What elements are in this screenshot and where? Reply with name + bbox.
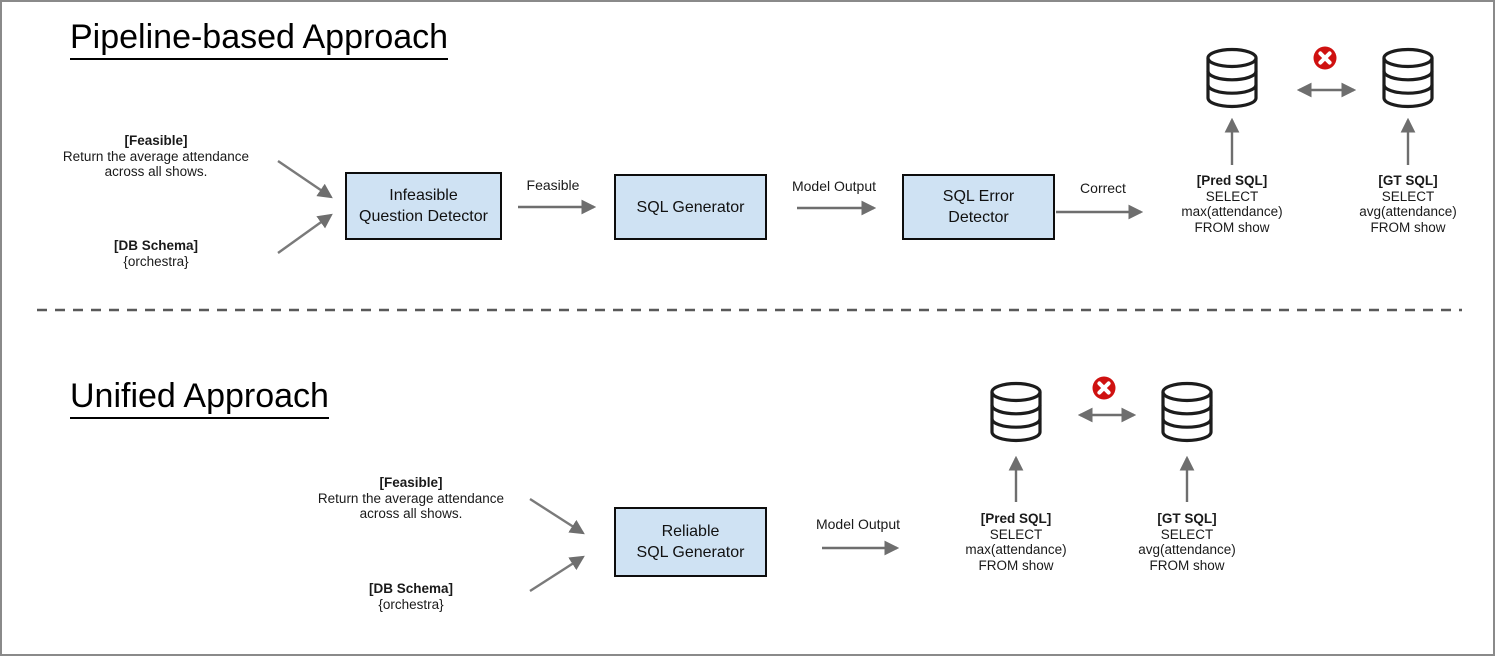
box-label-line: Question Detector [359,208,488,225]
infeasible-question-detector-box: Infeasible Question Detector [345,172,502,240]
sql-generator-box: SQL Generator [614,174,767,240]
sql-line: avg(attendance) [1359,204,1457,219]
sql-line: FROM show [1149,557,1225,573]
pred-sql-tag: [Pred SQL] [980,511,1052,526]
db-schema-value: {orchestra} [378,596,444,612]
correct-arrow-label: Correct [1080,180,1126,196]
sql-line: SELECT [1381,188,1435,204]
question-text-line: Return the average attendance [62,148,250,164]
sql-line: FROM show [1194,219,1270,235]
unified-section-title: Unified Approach [70,377,329,419]
sql-line: max(attendance) [965,542,1067,557]
sql-line: FROM show [1370,219,1446,235]
box-label-line: Detector [948,209,1009,226]
question-text-line: Return the average attendance [317,490,505,506]
unified-question-input: [Feasible] Return the average attendance… [285,475,537,522]
error-x-icon [1311,44,1339,72]
sql-line: SELECT [1205,188,1259,204]
feasible-arrow-label: Feasible [526,177,580,193]
gt-sql-tag: [GT SQL] [1157,511,1217,526]
unified-schema-input: [DB Schema] {orchestra} [285,581,537,612]
box-label-line: SQL Error [942,188,1015,205]
database-icon [1161,381,1213,443]
error-x-icon [1090,374,1118,402]
database-icon [1382,47,1434,109]
box-label-line: SQL Generator [636,198,745,216]
database-icon [1206,47,1258,109]
gt-sql-tag: [GT SQL] [1378,173,1438,188]
box-label-line: SQL Generator [636,544,745,561]
pipeline-pred-sql-block: [Pred SQL] SELECT max(attendance) FROM s… [1157,173,1307,235]
sql-error-detector-box: SQL Error Detector [902,174,1055,240]
database-icon [990,381,1042,443]
pred-sql-tag: [Pred SQL] [1196,173,1268,188]
question-text-line: across all shows. [104,164,208,179]
db-schema-value: {orchestra} [123,253,189,269]
sql-line: SELECT [989,526,1043,542]
sql-line: SELECT [1160,526,1214,542]
db-schema-tag: [DB Schema] [368,581,454,596]
sql-line: avg(attendance) [1138,542,1236,557]
box-label-line: Infeasible [389,187,458,204]
pipeline-question-input: [Feasible] Return the average attendance… [30,133,282,180]
unified-input-arrows [529,497,585,593]
pipeline-section-title: Pipeline-based Approach [70,18,449,60]
pipeline-input-arrows [277,160,333,254]
sql-line: max(attendance) [1181,204,1283,219]
unified-pred-sql-block: [Pred SQL] SELECT max(attendance) FROM s… [941,511,1091,573]
sql-line: FROM show [978,557,1054,573]
pipeline-flow-arrows [518,82,1416,220]
db-schema-tag: [DB Schema] [113,238,199,253]
box-label-line: Reliable [661,523,720,540]
pipeline-schema-input: [DB Schema] {orchestra} [30,238,282,269]
unified-gt-sql-block: [GT SQL] SELECT avg(attendance) FROM sho… [1112,511,1262,573]
feasible-tag: [Feasible] [379,475,443,490]
pipeline-gt-sql-block: [GT SQL] SELECT avg(attendance) FROM sho… [1333,173,1483,235]
model-output-arrow-label: Model Output [791,178,877,194]
question-text-line: across all shows. [359,506,463,521]
model-output-arrow-label: Model Output [815,516,901,532]
unified-flow-arrows [822,407,1195,556]
reliable-sql-generator-box: Reliable SQL Generator [614,507,767,577]
feasible-tag: [Feasible] [124,133,188,148]
